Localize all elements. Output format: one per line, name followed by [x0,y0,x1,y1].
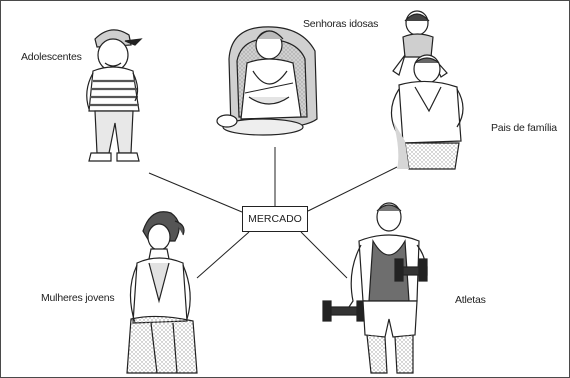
adolescente-figure [87,30,141,161]
mulher-figure [127,212,197,373]
connector-adolescentes [149,173,242,212]
label-atletas: Atletas [455,294,486,306]
senhora-figure [217,27,317,135]
pai-figure [391,11,463,169]
mercado-label: MERCADO [248,213,302,225]
label-mulheres-jovens: Mulheres jovens [41,292,114,304]
label-pais-de-familia: Pais de família [491,122,557,134]
connector-atletas [301,232,347,278]
mercado-box: MERCADO [242,206,308,232]
connector-mulheres [197,232,249,278]
atleta-figure [323,203,427,373]
label-senhoras-idosas: Senhoras idosas [303,18,378,30]
label-adolescentes: Adolescentes [21,51,82,63]
